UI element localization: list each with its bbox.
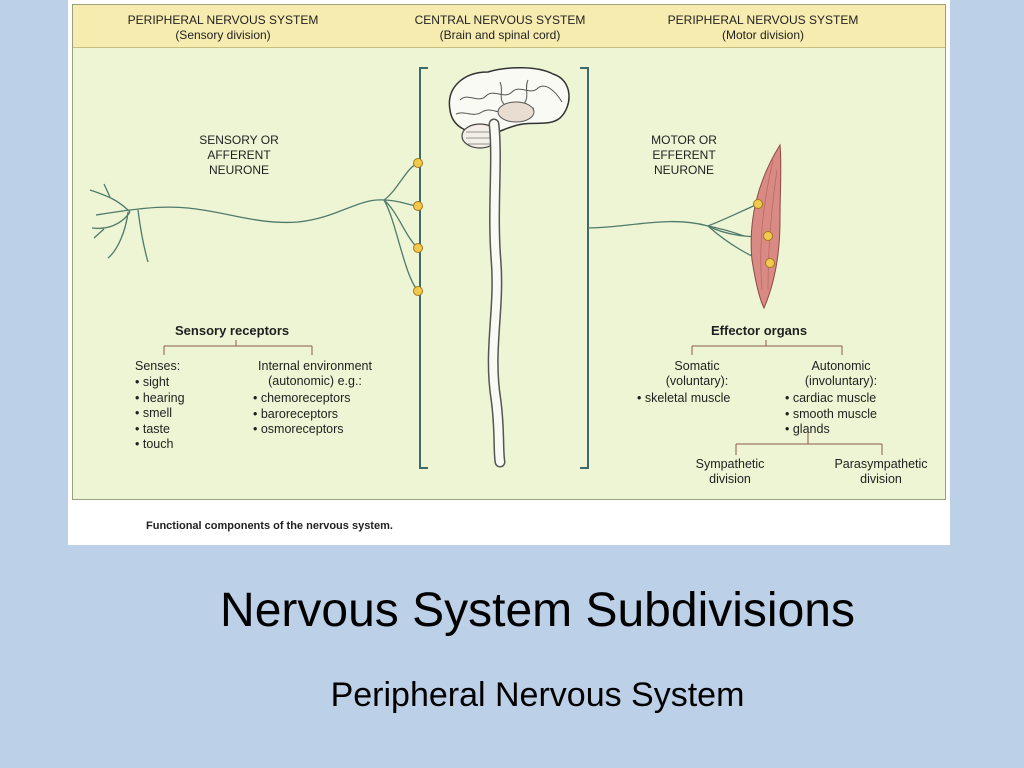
header-pns-motor-title: PERIPHERAL NERVOUS SYSTEM <box>667 13 859 27</box>
parasympathetic-label: Parasympathetic division <box>823 457 939 487</box>
sensory-synapse-2 <box>413 201 423 211</box>
sensory-receptors-title: Sensory receptors <box>175 323 290 338</box>
header-pns-sensory-title: PERIPHERAL NERVOUS SYSTEM <box>127 13 319 27</box>
sensory-neurone-line-3: NEURONE <box>208 163 269 177</box>
cns-bracket-left <box>419 67 428 469</box>
header-pns-sensory: PERIPHERAL NERVOUS SYSTEM (Sensory divis… <box>103 13 343 43</box>
autonomic-label: Autonomic (involuntary): <box>791 359 891 389</box>
effector-organs-tree <box>691 340 883 455</box>
somatic-line-1: Somatic <box>674 359 720 373</box>
slide-subtitle: Peripheral Nervous System <box>330 676 745 714</box>
motor-neurone <box>587 203 771 264</box>
motor-synapse-3 <box>765 258 775 268</box>
list-item: chemoreceptors <box>253 391 351 407</box>
effector-organs-title: Effector organs <box>711 323 808 338</box>
sensory-neurone-line-2: AFFERENT <box>207 148 271 162</box>
diagram-drawing <box>89 66 883 469</box>
autonomic-line-1: Autonomic <box>811 359 871 373</box>
slide-title: Nervous System Subdivisions <box>220 584 855 637</box>
list-item: hearing <box>135 391 185 407</box>
sympathetic-label: Sympathetic division <box>685 457 775 487</box>
sensory-neurone-label: SENSORY OR AFFERENT NEURONE <box>179 133 299 178</box>
list-item: baroreceptors <box>253 407 350 423</box>
list-item: cardiac muscle <box>785 391 877 407</box>
internal-environment-label: Internal environment (autonomic) e.g.: <box>245 359 385 389</box>
motor-neurone-line-1: MOTOR OR <box>651 133 717 147</box>
header-pns-sensory-sub: (Sensory division) <box>175 28 271 42</box>
motor-synapse-2 <box>763 231 773 241</box>
cns-bracket-right <box>580 67 589 469</box>
internal-environment-line-2: (autonomic) e.g.: <box>268 374 362 388</box>
sensory-synapse-3 <box>413 243 423 253</box>
sensory-synapse-1 <box>413 158 423 168</box>
list-item: taste <box>135 422 185 438</box>
motor-neurone-line-3: NEURONE <box>653 163 714 177</box>
sensory-synapse-4 <box>413 286 423 296</box>
sympathetic-line-2: division <box>709 472 751 486</box>
sensory-neurone-line-1: SENSORY OR <box>199 133 279 147</box>
motor-neurone-line-2: EFFERENT <box>652 148 716 162</box>
sympathetic-line-1: Sympathetic <box>695 457 765 471</box>
muscle-fibre <box>750 143 782 310</box>
motor-synapse-1 <box>753 199 763 209</box>
list-item: skeletal muscle <box>637 391 730 407</box>
figure-caption: Functional components of the nervous sys… <box>146 520 393 532</box>
brain-illustration <box>448 66 570 149</box>
internal-receptors-list: chemoreceptors baroreceptors osmorecepto… <box>253 391 351 438</box>
list-item: sight <box>135 375 185 391</box>
sensory-receptors-tree <box>163 340 313 355</box>
internal-environment-line-1: Internal environment <box>258 359 372 373</box>
header-cns: CENTRAL NERVOUS SYSTEM (Brain and spinal… <box>385 13 615 43</box>
list-item: touch <box>135 437 185 453</box>
list-item: smell <box>135 406 185 422</box>
header-cns-title: CENTRAL NERVOUS SYSTEM <box>414 13 586 27</box>
motor-neurone-label: MOTOR OR EFFERENT NEURONE <box>629 133 739 178</box>
list-item: osmoreceptors <box>253 422 350 438</box>
sensory-neurone <box>89 162 419 292</box>
parasympathetic-line-2: division <box>860 472 902 486</box>
header-band <box>73 5 945 48</box>
senses-list: sight hearing smell taste touch <box>135 375 185 453</box>
list-item: glands <box>785 422 877 438</box>
somatic-line-2: (voluntary): <box>665 374 729 388</box>
senses-label: Senses: <box>135 359 181 373</box>
autonomic-line-2: (involuntary): <box>804 374 878 388</box>
somatic-label: Somatic (voluntary): <box>647 359 747 389</box>
somatic-list: skeletal muscle <box>637 391 730 407</box>
header-cns-sub: (Brain and spinal cord) <box>439 28 561 42</box>
parasympathetic-line-1: Parasympathetic <box>834 457 928 471</box>
autonomic-list: cardiac muscle smooth muscle glands <box>785 391 877 438</box>
list-item: smooth muscle <box>785 407 877 423</box>
header-pns-motor-sub: (Motor division) <box>721 28 805 42</box>
header-pns-motor: PERIPHERAL NERVOUS SYSTEM (Motor divisio… <box>643 13 883 43</box>
